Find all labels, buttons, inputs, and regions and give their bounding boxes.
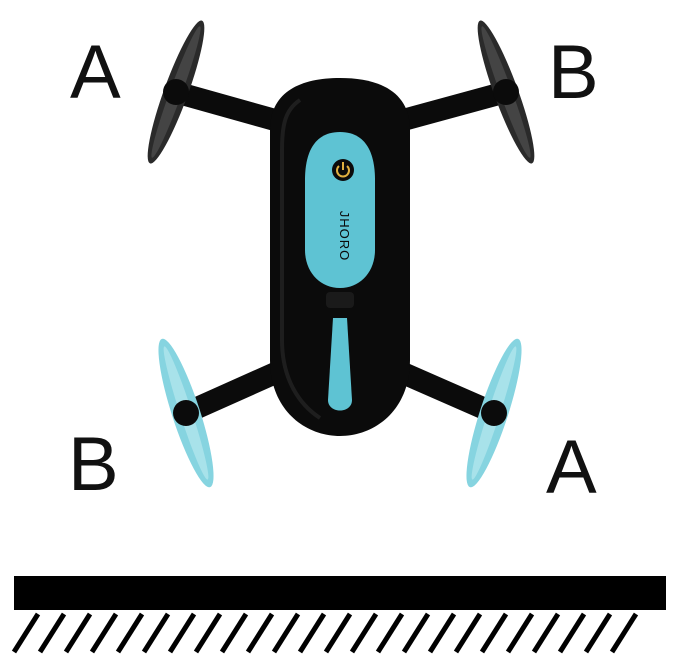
hatch-line — [66, 614, 90, 652]
ground-bar — [14, 576, 666, 610]
drone-brand: JHORO — [337, 211, 352, 262]
hatch-line — [222, 614, 246, 652]
hatch-line — [612, 614, 636, 652]
hatch-line — [430, 614, 454, 652]
hatch-line — [482, 614, 506, 652]
hatch-line — [586, 614, 610, 652]
hatch-line — [248, 614, 272, 652]
ground — [14, 576, 666, 652]
label-bottom-left: B — [68, 422, 119, 507]
hatch-line — [560, 614, 584, 652]
hatch-line — [456, 614, 480, 652]
hatch-line — [404, 614, 428, 652]
hatch-line — [14, 614, 38, 652]
hatch-line — [508, 614, 532, 652]
hatch-line — [92, 614, 116, 652]
hatch-line — [144, 614, 168, 652]
drone: JHORO — [139, 16, 544, 491]
hatch-line — [274, 614, 298, 652]
hatch-line — [170, 614, 194, 652]
hatch-line — [534, 614, 558, 652]
hatch-line — [300, 614, 324, 652]
drone-body: JHORO — [270, 78, 410, 436]
hatch-line — [118, 614, 142, 652]
hatch-line — [352, 614, 376, 652]
hatch-line — [326, 614, 350, 652]
label-bottom-right: A — [546, 425, 597, 510]
hatch-line — [40, 614, 64, 652]
hatch-line — [196, 614, 220, 652]
power-icon — [332, 159, 354, 181]
label-top-right: B — [548, 30, 599, 115]
label-top-left: A — [70, 30, 121, 115]
camera-window — [326, 292, 354, 308]
ground-hatching — [14, 614, 636, 652]
hatch-line — [378, 614, 402, 652]
